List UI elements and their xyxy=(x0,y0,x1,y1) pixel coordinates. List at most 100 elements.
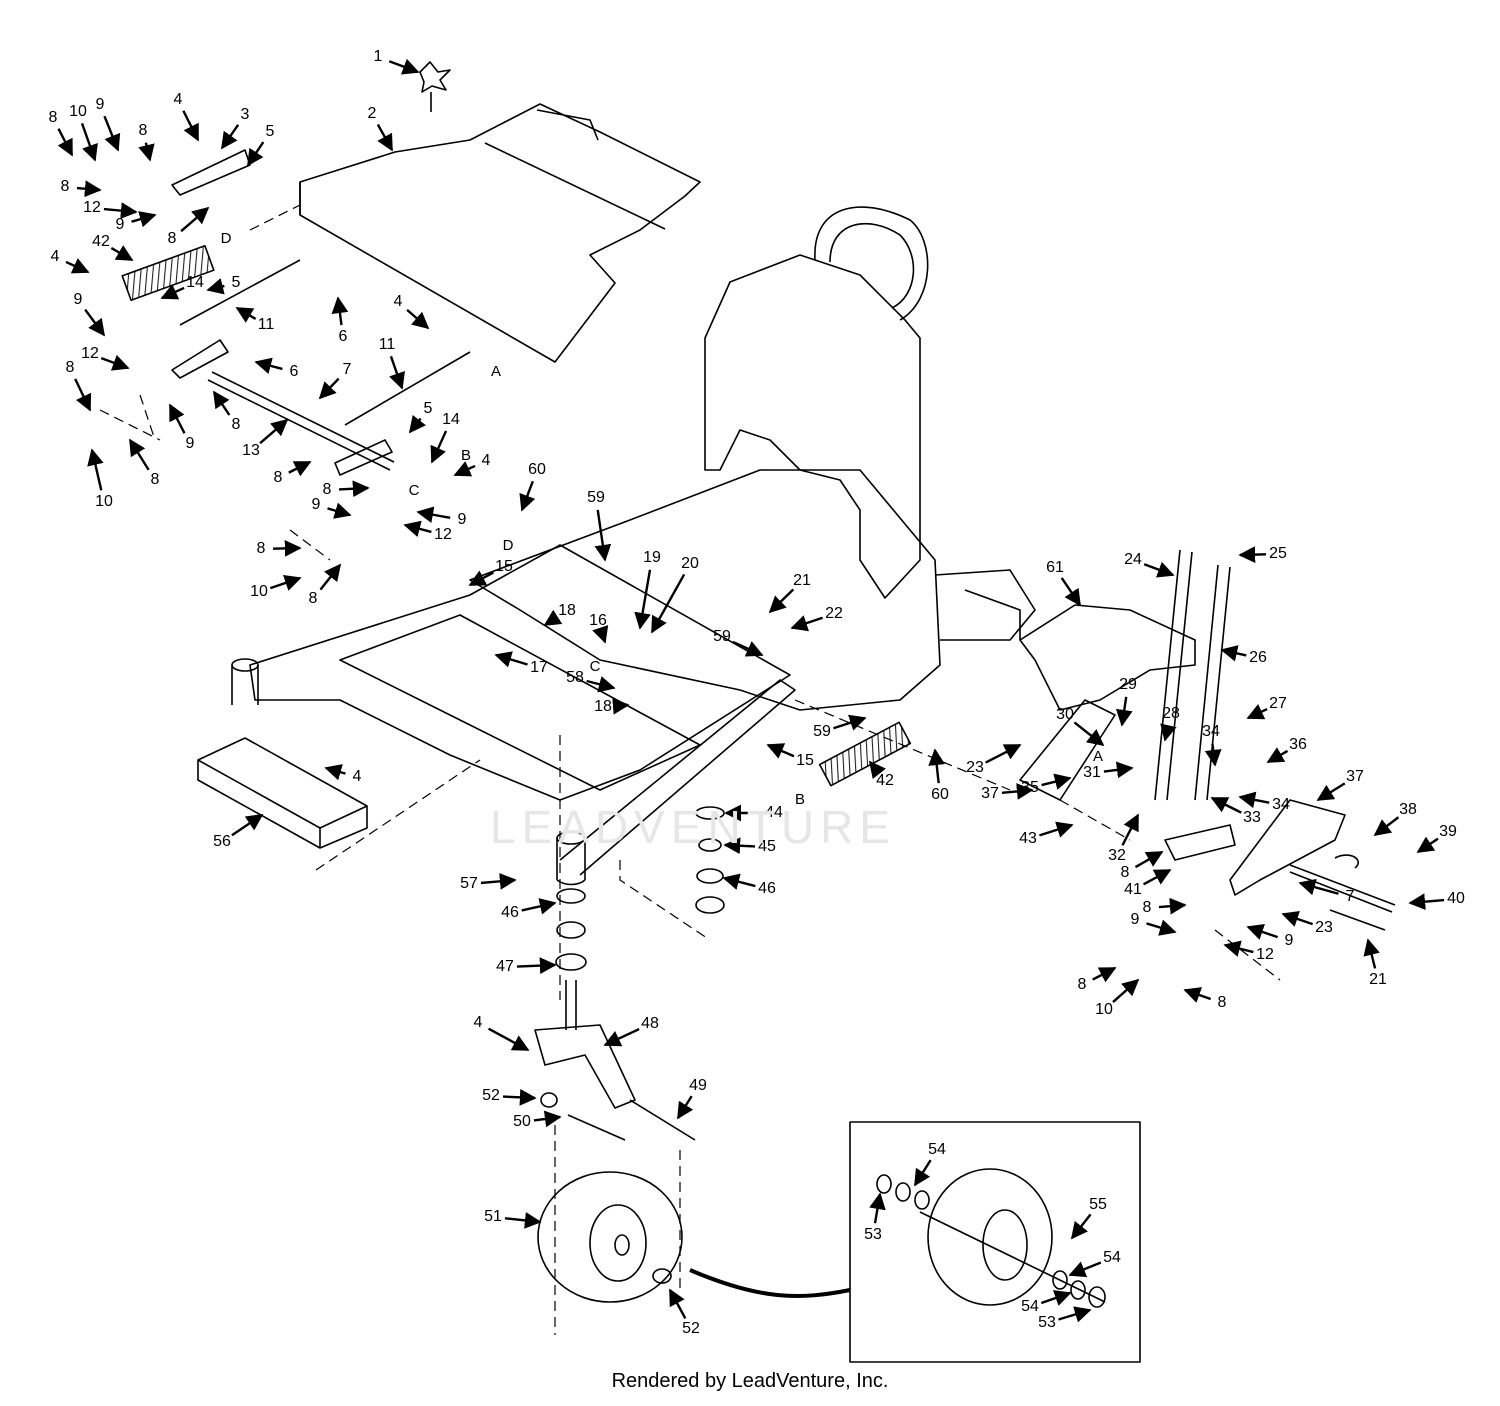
callout-arrow xyxy=(1238,546,1267,563)
callout-arrow xyxy=(521,898,557,915)
callout-arrow xyxy=(1073,721,1105,747)
callout-number: 22 xyxy=(825,605,843,622)
callout-arrow xyxy=(869,1192,886,1224)
callout-number: 57 xyxy=(460,875,478,892)
callout-arrow xyxy=(516,957,557,974)
callout-arrow xyxy=(1220,645,1247,662)
callout-c50: 50 xyxy=(513,1110,562,1130)
callout-c4b: 4 xyxy=(51,248,90,274)
callout-arrow xyxy=(1316,782,1346,802)
lever-plate-37 xyxy=(1019,699,1116,801)
callout-arrow xyxy=(331,296,349,326)
callout-number: 6 xyxy=(339,328,348,345)
callout-c14b: 14 xyxy=(430,411,460,464)
callout-number: 12 xyxy=(83,199,101,216)
callout-c21b: 21 xyxy=(1363,938,1387,988)
callout-c46b: 46 xyxy=(501,898,557,921)
callout-arrow xyxy=(1416,836,1439,853)
bearing-46b xyxy=(696,868,724,884)
callout-arrow xyxy=(100,354,130,371)
callout-arrow xyxy=(453,461,476,477)
callout-number: 8 xyxy=(257,540,266,557)
callout-arrow xyxy=(1210,796,1242,814)
callout-c56: 56 xyxy=(213,814,264,850)
callout-number: 46 xyxy=(758,880,776,897)
callout-c17: 17 xyxy=(494,651,548,676)
callout-arrow xyxy=(1143,561,1175,578)
callout-arrow xyxy=(586,676,616,693)
lift-rod-upper xyxy=(179,259,301,326)
callout-arrow xyxy=(206,278,225,295)
cover-tab xyxy=(536,109,599,141)
callout-arrow xyxy=(1121,813,1140,846)
callout-c33: 33 xyxy=(1210,796,1261,826)
callout-arrow xyxy=(87,448,104,491)
callout-arrow xyxy=(1146,919,1177,936)
callout-arrow xyxy=(1158,897,1187,915)
callout-number: 8 xyxy=(66,359,75,376)
callout-c4c: 4 xyxy=(394,293,430,330)
callout-arrow xyxy=(1204,743,1222,767)
caster-tube xyxy=(556,838,586,886)
callout-c43: 43 xyxy=(1019,821,1074,847)
callout-c9d: 9 xyxy=(168,403,195,452)
callout-number: 54 xyxy=(1021,1298,1039,1315)
callout-c47: 47 xyxy=(496,957,557,975)
watermark: LEADVENTURE xyxy=(490,801,896,853)
callout-number: 43 xyxy=(1019,830,1037,847)
deck-frame xyxy=(249,544,791,801)
callout-c4e: 4 xyxy=(324,764,362,785)
callout-c59a: 59 xyxy=(587,489,612,562)
reference-letter-lB1: B xyxy=(461,447,471,464)
callout-number: 9 xyxy=(1285,932,1294,949)
callout-number: 7 xyxy=(343,361,352,378)
callout-arrow xyxy=(389,355,405,390)
callout-arrow xyxy=(254,357,283,374)
callout-c31: 31 xyxy=(1083,761,1134,781)
pivot-shaft xyxy=(207,371,395,471)
callout-arrow xyxy=(57,128,74,157)
callout-arrow xyxy=(231,814,264,837)
callout-c9f: 9 xyxy=(416,506,467,528)
callout-arrow xyxy=(182,110,200,142)
callout-number: 52 xyxy=(682,1320,700,1337)
callout-arrow xyxy=(324,764,346,781)
callout-c8d: 8 xyxy=(168,206,210,247)
pivot-arm-mid xyxy=(334,439,393,476)
callout-arrow xyxy=(468,570,494,587)
callout-number: 53 xyxy=(864,1226,882,1243)
callout-c37a: 37 xyxy=(981,783,1034,802)
pivot-arm-lower xyxy=(171,339,229,379)
reference-letter-lD1: D xyxy=(221,230,232,247)
callout-c44: 44 xyxy=(724,804,783,822)
assembly-guides xyxy=(99,204,1281,1335)
arm-tube-left-body xyxy=(231,665,259,705)
callout-number: 39 xyxy=(1439,823,1457,840)
callout-arrow xyxy=(416,506,451,523)
callout-c6b: 6 xyxy=(254,357,299,380)
weight-block xyxy=(197,737,368,849)
callout-number: 59 xyxy=(813,723,831,740)
callout-arrow xyxy=(1408,893,1445,911)
callout-arrow xyxy=(213,390,231,416)
callout-arrow xyxy=(1373,816,1400,837)
callout-arrow xyxy=(1142,868,1172,886)
callout-c8e: 8 xyxy=(66,359,92,412)
callout-number: 41 xyxy=(1124,881,1142,898)
callout-arrow xyxy=(131,211,157,228)
knob xyxy=(419,61,451,93)
callout-arrow xyxy=(603,1027,640,1047)
bearing-cone xyxy=(556,921,586,939)
callout-arrow xyxy=(722,873,756,890)
callout-arrow xyxy=(1092,966,1117,983)
callout-c9g: 9 xyxy=(1246,923,1294,949)
callout-c22: 22 xyxy=(790,605,843,632)
callout-c19: 19 xyxy=(634,549,661,630)
caster-spindle xyxy=(565,980,577,1030)
callout-c10b: 10 xyxy=(87,448,113,510)
callout-c1: 1 xyxy=(374,48,420,75)
callout-number: 34 xyxy=(1272,796,1290,813)
callout-number: 8 xyxy=(151,471,160,488)
callout-c8f: 8 xyxy=(213,390,241,433)
callout-number: 4 xyxy=(174,91,183,108)
